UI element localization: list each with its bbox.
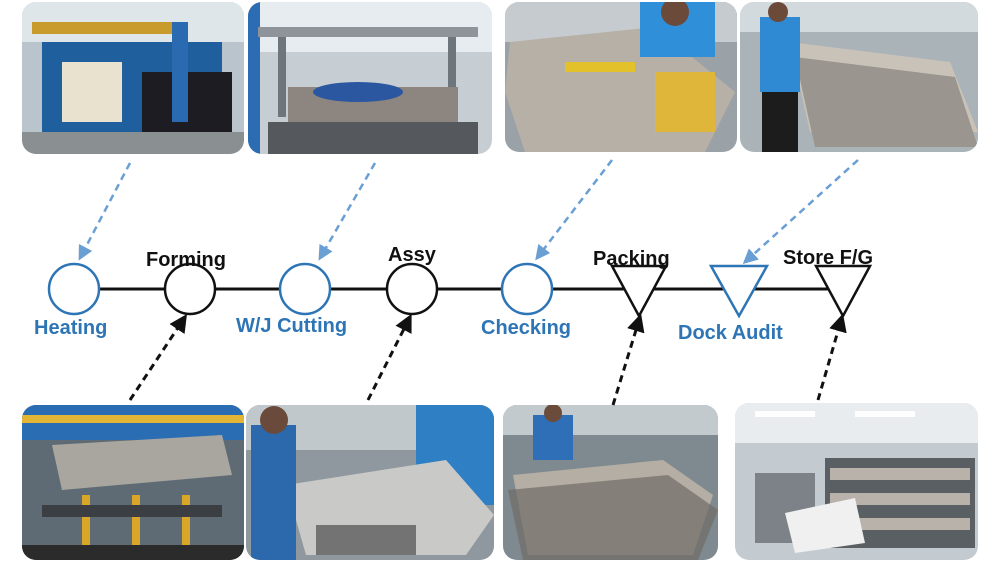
arrow-to-checking xyxy=(535,159,613,261)
assy-node xyxy=(385,262,439,316)
arrow-to-forming xyxy=(128,313,187,401)
wj-cutting-node xyxy=(278,262,332,316)
store-fg-racks-photo xyxy=(735,403,978,560)
dock-audit-stack-photo xyxy=(740,2,978,152)
forming-press-photo xyxy=(248,2,492,154)
forming-jig-photo xyxy=(22,405,244,560)
arrow-to-store-fg xyxy=(816,313,847,401)
checking-headliner-photo xyxy=(505,2,737,152)
forming-label: Forming xyxy=(146,249,226,271)
heating-node xyxy=(47,262,101,316)
packing-node xyxy=(609,264,669,319)
arrow-to-heating xyxy=(78,162,132,261)
arrow-to-assy xyxy=(366,313,412,401)
dock-audit-node xyxy=(708,264,770,319)
store-fg-node xyxy=(813,264,873,319)
packing-cart-photo xyxy=(503,405,718,560)
packing-label: Packing xyxy=(593,248,670,270)
forming-node xyxy=(163,262,217,316)
heating-label: Heating xyxy=(34,317,107,339)
assembly-headliner-photo xyxy=(246,405,494,560)
heating-machine-photo xyxy=(22,2,244,154)
arrow-to-packing xyxy=(611,313,645,406)
dock-audit-label: Dock Audit xyxy=(678,322,783,344)
checking-label: Checking xyxy=(481,317,571,339)
checking-node xyxy=(500,262,554,316)
wj-cutting-label: W/J Cutting xyxy=(236,315,347,337)
arrow-to-dock-audit xyxy=(742,159,859,265)
assy-label: Assy xyxy=(388,244,437,266)
store-fg-label: Store F/G xyxy=(783,247,873,269)
arrow-to-wj-cutting xyxy=(318,162,377,261)
